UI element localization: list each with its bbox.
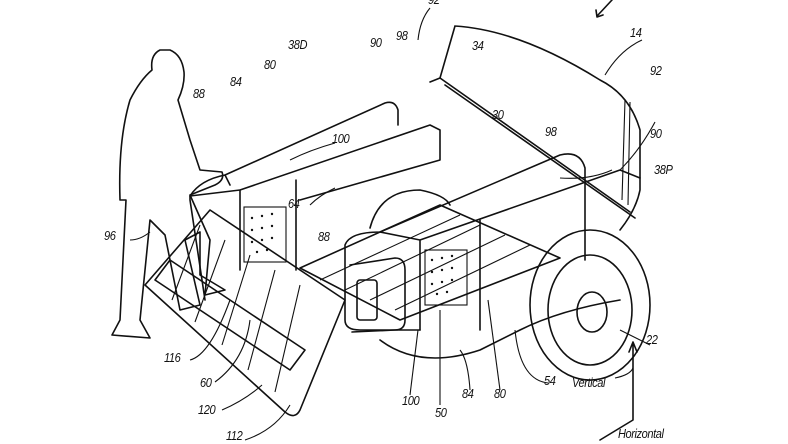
direction-arrow (595, 0, 613, 18)
tail-light (349, 257, 406, 333)
wheel-well (369, 189, 451, 229)
lower-body-54 (379, 299, 621, 359)
ref-label-38D: 38D (288, 37, 308, 52)
ref-label-90-right: 90 (650, 126, 662, 141)
wheel-22 (529, 229, 651, 381)
ref-label-88: 88 (193, 86, 205, 101)
horizontal-axis-label: Horizontal (618, 426, 664, 441)
ref-label-38P: 38P (654, 162, 673, 177)
ref-label-100-rear: 100 (402, 393, 420, 408)
ref-label-80: 80 (264, 57, 276, 72)
ref-label-98: 98 (396, 28, 408, 43)
ref-label-92-right: 92 (650, 63, 662, 78)
ref-label-80-rear: 80 (494, 386, 506, 401)
vent-panel-84 (243, 206, 287, 263)
ref-label-22: 22 (646, 332, 658, 347)
cab-rear-wall (439, 25, 641, 231)
ref-label-60: 60 (200, 375, 212, 390)
bed-floor-30 (299, 204, 561, 321)
step-120 (154, 259, 306, 371)
vertical-axis-label: Vertical (572, 375, 606, 390)
ref-label-98-right: 98 (545, 124, 557, 139)
ref-label-120: 120 (198, 402, 216, 417)
ref-label-34: 34 (472, 38, 484, 53)
ref-label-84-rear: 84 (462, 386, 474, 401)
ref-label-100: 100 (332, 131, 350, 146)
tailgate-ramp-60 (144, 209, 346, 417)
passenger-side-box-38P (344, 153, 586, 331)
person-96 (111, 49, 226, 339)
leader-lines (129, 7, 656, 441)
ref-label-84: 84 (230, 74, 242, 89)
ref-label-14: 14 (630, 25, 642, 40)
ref-label-64: 64 (288, 196, 300, 211)
ref-label-88-rear: 88 (318, 229, 330, 244)
ref-label-90: 90 (370, 35, 382, 50)
ref-label-116: 116 (164, 350, 181, 365)
ref-label-96: 96 (104, 228, 116, 243)
vent-panel-84-passenger (424, 249, 468, 306)
ref-label-112: 112 (226, 428, 243, 443)
ref-label-50: 50 (435, 405, 447, 420)
ref-label-92: 92 (428, 0, 440, 7)
vent-dots (250, 212, 274, 254)
ref-label-54: 54 (544, 373, 556, 388)
vertical-axis-arrow (599, 341, 638, 441)
ref-label-30: 30 (492, 107, 504, 122)
